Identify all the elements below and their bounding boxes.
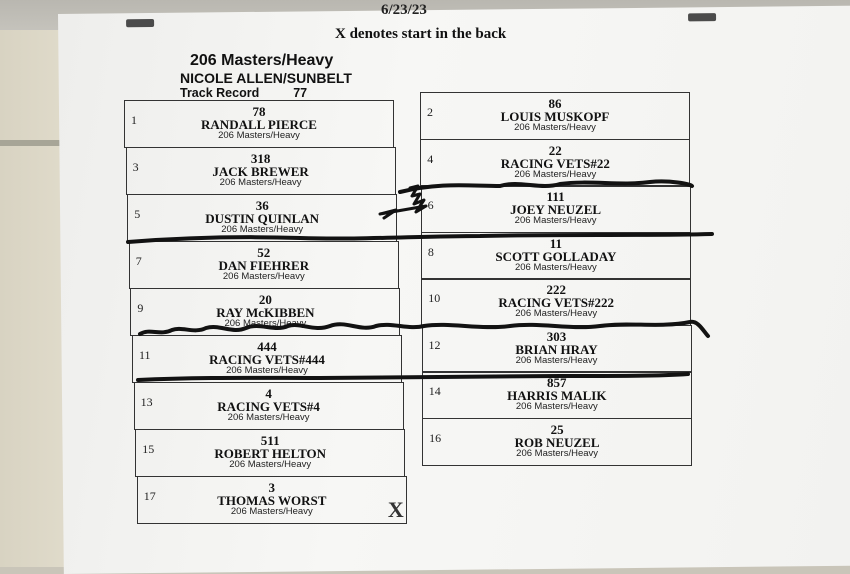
driver-name: ROBERT HELTON [214, 446, 327, 461]
driver-name: RANDALL PIERCE [201, 117, 317, 132]
kart-number: 22 [548, 142, 562, 158]
lane-number: 3 [132, 160, 139, 174]
driver-name: BRIAN HRAY [515, 341, 598, 357]
class-title: 206 Masters/Heavy [190, 52, 334, 69]
lane-number: 13 [140, 395, 153, 409]
driver-name: JOEY NEUZEL [510, 202, 602, 217]
kart-number: 20 [258, 292, 272, 307]
class-label: 206 Masters/Heavy [218, 130, 300, 141]
lane-number: 2 [427, 105, 433, 119]
driver-name: RACING VETS#444 [209, 352, 325, 367]
kart-number: 4 [265, 386, 272, 401]
lane-number: 5 [134, 207, 141, 221]
driver-name: THOMAS WORST [217, 493, 327, 508]
driver-name: RAY McKIBBEN [216, 305, 315, 320]
kart-number: 511 [260, 433, 280, 448]
lane-number: 8 [427, 244, 434, 259]
class-label: 206 Masters/Heavy [514, 122, 596, 133]
lane-number: 12 [428, 337, 441, 352]
lane-number: 10 [428, 291, 441, 305]
kart-number: 86 [548, 96, 562, 111]
lane-number: 17 [143, 489, 156, 503]
driver-name: RACING VETS#222 [498, 295, 615, 310]
driver-name: RACING VETS#4 [217, 399, 320, 414]
kart-number: 3 [268, 480, 276, 495]
track-record: Track Record 77 [180, 86, 307, 100]
driver-name: RACING VETS#22 [500, 155, 610, 171]
driver-name: SCOTT GOLLADAY [495, 248, 617, 264]
class-label: 206 Masters/Heavy [221, 224, 304, 235]
kart-number: 78 [252, 104, 266, 119]
back-start-note: X denotes start in the back [335, 26, 507, 42]
lane-number: 6 [427, 198, 434, 212]
class-label: 206 Masters/Heavy [227, 412, 310, 423]
class-label: 206 Masters/Heavy [514, 168, 597, 180]
driver-name: DAN FIEHRER [218, 258, 310, 273]
class-label: 206 Masters/Heavy [230, 506, 313, 517]
lane-number: 4 [427, 151, 434, 166]
kart-number: 444 [257, 339, 277, 354]
kart-number: 36 [255, 198, 269, 213]
kart-number: 25 [550, 421, 564, 437]
class-label: 206 Masters/Heavy [515, 308, 598, 319]
lane-number: 7 [135, 254, 142, 268]
lane-number: 11 [139, 348, 151, 362]
kart-number: 222 [546, 282, 566, 297]
record-holder: NICOLE ALLEN/SUNBELT [180, 70, 352, 86]
clip-right [688, 13, 717, 22]
lane-number: 15 [142, 442, 155, 456]
class-label: 206 Masters/Heavy [515, 401, 598, 412]
class-label: 206 Masters/Heavy [219, 177, 302, 188]
class-label: 206 Masters/Heavy [516, 447, 599, 459]
lane-number: 9 [137, 301, 144, 315]
track-record-label: Track Record [180, 86, 260, 100]
lane-number: 1 [131, 113, 137, 127]
kart-number: 318 [250, 151, 271, 166]
class-label: 206 Masters/Heavy [514, 261, 597, 273]
lane-number: 14 [428, 384, 441, 398]
class-label: 206 Masters/Heavy [514, 215, 597, 226]
driver-name: JACK BREWER [212, 164, 309, 179]
class-label: 206 Masters/Heavy [226, 365, 308, 376]
driver-name: DUSTIN QUINLAN [205, 211, 320, 226]
class-label: 206 Masters/Heavy [224, 318, 307, 329]
lane-number: 16 [429, 430, 442, 445]
kart-number: 52 [257, 245, 271, 260]
driver-name: HARRIS MALIK [507, 388, 607, 403]
track-record-value: 77 [293, 86, 308, 100]
class-label: 206 Masters/Heavy [515, 354, 598, 366]
back-start-marker: X [387, 497, 404, 522]
race-date: 6/23/23 [381, 2, 427, 18]
driver-name: LOUIS MUSKOPF [500, 109, 610, 124]
class-label: 206 Masters/Heavy [222, 271, 305, 282]
driver-name: ROB NEUZEL [514, 434, 600, 450]
clip-left [126, 18, 155, 28]
class-label: 206 Masters/Heavy [229, 459, 312, 470]
